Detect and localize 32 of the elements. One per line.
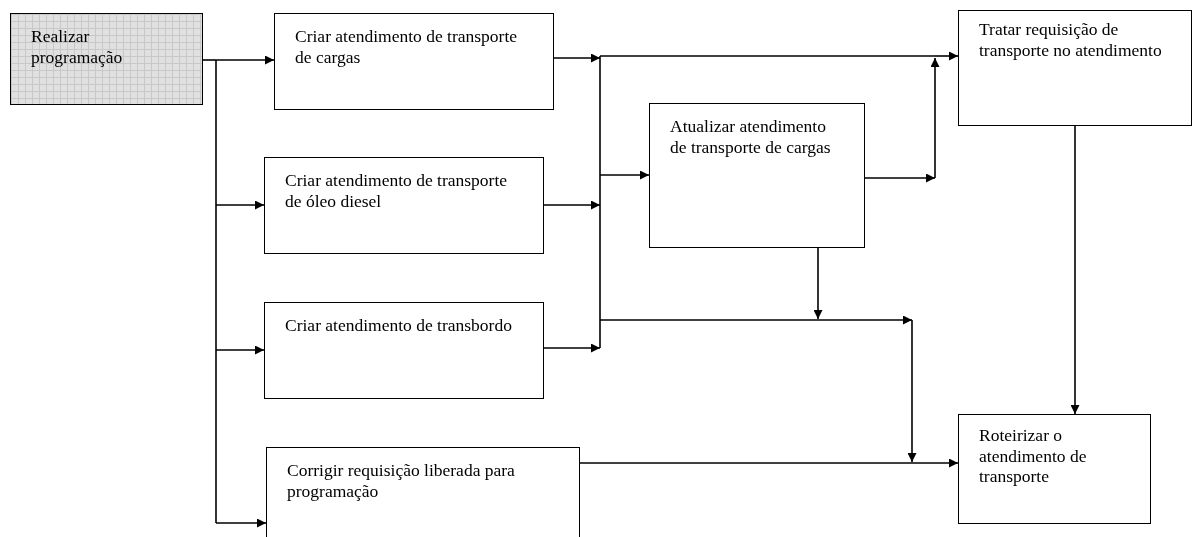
- arrow: [930, 57, 940, 179]
- box-label: Roteirizar o atendimento de transporte: [979, 425, 1088, 487]
- arrow: [599, 170, 650, 180]
- process-box: [958, 10, 1192, 126]
- box-label: Corrigir requisição liberada para programação: [287, 460, 516, 502]
- box-label: Realizar programação: [31, 26, 124, 68]
- box-label: Criar atendimento de transporte de cargas: [295, 26, 519, 68]
- arrow: [934, 51, 959, 61]
- box-label: Criar atendimento de transbordo: [285, 315, 513, 336]
- process-box: [266, 447, 580, 537]
- arrow: [813, 247, 823, 320]
- arrow: [215, 345, 265, 355]
- process-box: [958, 414, 1151, 524]
- arrow: [1070, 125, 1080, 415]
- process-box: [10, 13, 203, 105]
- process-box: [264, 302, 544, 399]
- arrow: [543, 200, 601, 210]
- arrow: [907, 319, 917, 463]
- arrow: [215, 55, 275, 65]
- arrow: [864, 173, 936, 183]
- process-box: [649, 103, 865, 248]
- arrow: [543, 343, 601, 353]
- arrow: [215, 518, 267, 528]
- process-box: [274, 13, 554, 110]
- arrow: [817, 315, 913, 325]
- box-label: Atualizar atendimento de transporte de cargas: [670, 116, 832, 158]
- box-label: Criar atendimento de transporte de óleo diesel: [285, 170, 509, 212]
- arrow: [553, 53, 601, 63]
- arrow: [911, 458, 959, 468]
- box-label: Tratar requisição de transporte no atendimento: [979, 19, 1163, 61]
- process-box: [264, 157, 544, 254]
- arrow: [215, 200, 265, 210]
